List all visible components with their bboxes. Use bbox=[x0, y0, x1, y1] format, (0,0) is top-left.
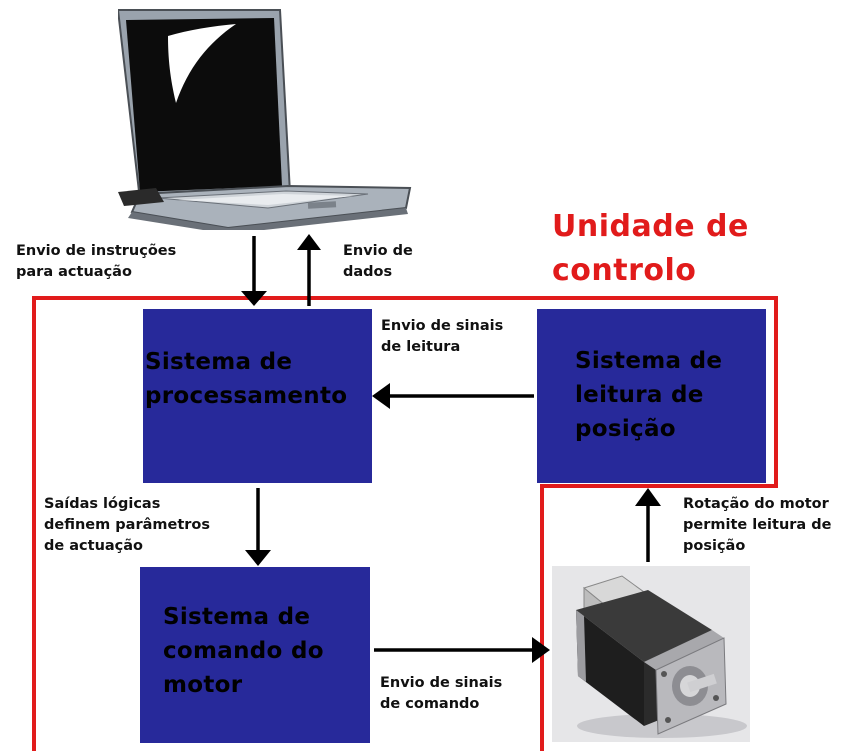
position-reading-system-box bbox=[537, 309, 766, 483]
label-motor-rotation: Rotação do motor permite leitura de posi… bbox=[683, 496, 832, 554]
arrowhead-instructions bbox=[241, 291, 267, 306]
laptop-icon bbox=[118, 9, 412, 230]
stepper-motor-photo bbox=[552, 566, 750, 742]
processing-system-label: Sistema de processamento bbox=[145, 349, 348, 409]
label-send-instructions: Envio de instruções para actuação bbox=[16, 243, 177, 280]
processing-system-box bbox=[143, 309, 372, 483]
motor-command-system-box bbox=[140, 567, 370, 743]
arrowhead-read-signals bbox=[372, 383, 390, 409]
control-unit-title: Unidade de controlo bbox=[552, 209, 749, 288]
position-reading-system-label: Sistema de leitura de posição bbox=[575, 348, 723, 442]
arrowhead-data bbox=[297, 234, 321, 250]
arrowhead-logic-outputs bbox=[245, 550, 271, 566]
arrowhead-command-signals bbox=[532, 637, 550, 663]
motor-command-system-label: Sistema de comando do motor bbox=[163, 604, 324, 698]
label-send-command-signals: Envio de sinais de comando bbox=[380, 675, 503, 712]
label-logic-outputs: Saídas lógicas definem parâmetros de act… bbox=[44, 496, 210, 554]
arrowhead-motor-rotation bbox=[635, 488, 661, 506]
label-send-read-signals: Envio de sinais de leitura bbox=[381, 318, 504, 355]
label-send-data: Envio de dados bbox=[343, 243, 413, 280]
control-unit-boundary bbox=[32, 296, 778, 751]
stepper-motor-icon bbox=[552, 566, 750, 742]
